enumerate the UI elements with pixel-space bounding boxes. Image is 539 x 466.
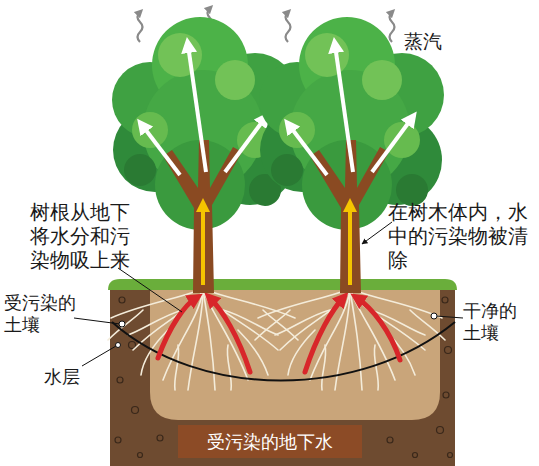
band-label: 受污染的地下水 bbox=[207, 430, 333, 454]
callout-label: 受污染的土壤 bbox=[4, 292, 80, 336]
uptake-arrows bbox=[158, 298, 400, 372]
callout-label: 蒸汽 bbox=[404, 30, 456, 52]
grass-strip bbox=[108, 279, 457, 290]
groundwater-band: 受污染的地下水 bbox=[178, 425, 362, 458]
callout-label: 水层 bbox=[44, 366, 86, 388]
callout-label: 树根从地下将水分和污染物吸上来 bbox=[30, 200, 134, 272]
water-table-line bbox=[112, 322, 455, 381]
callout-label: 干净的土壤 bbox=[463, 300, 521, 344]
soil-block bbox=[110, 283, 455, 466]
callout-label: 在树木体内，水中的污染物被清除 bbox=[388, 200, 532, 272]
